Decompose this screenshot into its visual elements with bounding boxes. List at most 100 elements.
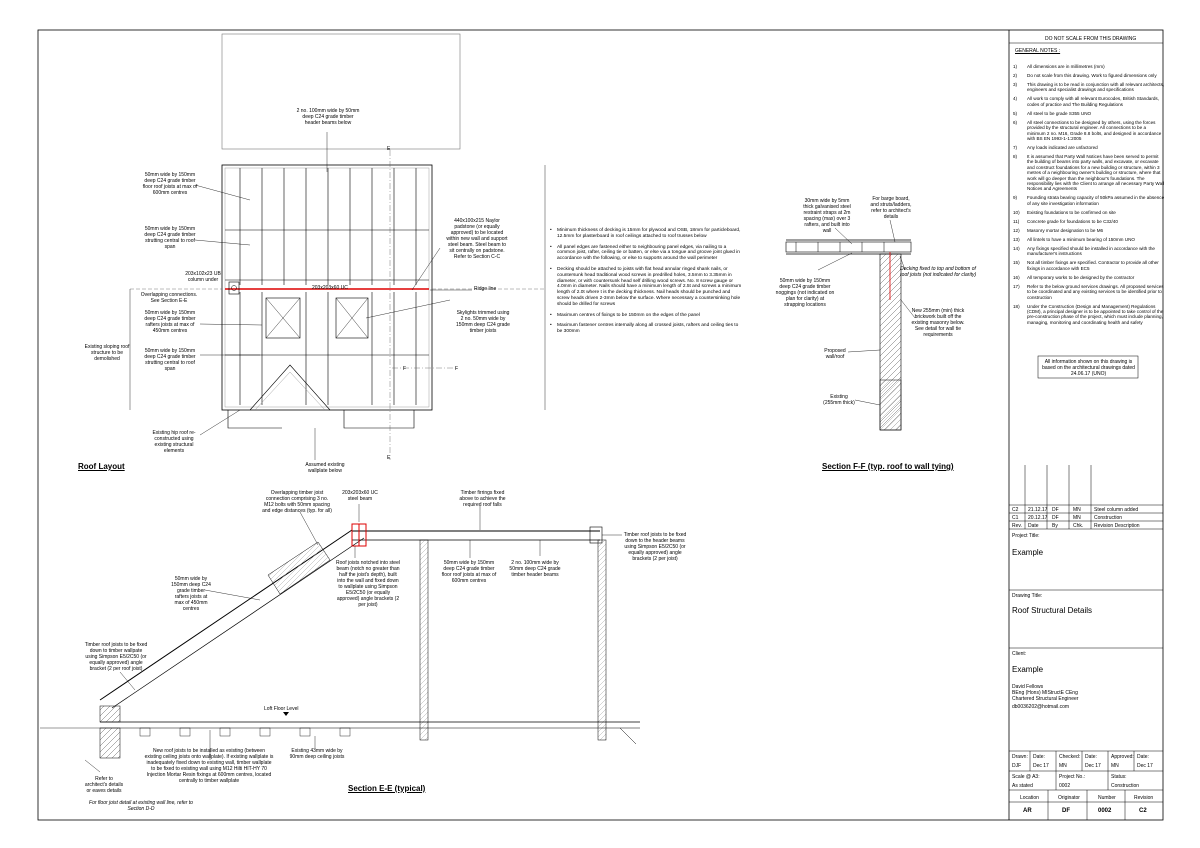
label-ub-column: 203x102x23 UB column under xyxy=(185,271,223,283)
label-floor-detail: For floor joist detail at existing wall … xyxy=(89,800,195,812)
general-note: 9)Founding strata bearing capacity of 50… xyxy=(1013,195,1165,206)
label-firrings: Timber firrings fixed above to achieve t… xyxy=(459,490,507,508)
location-label: Location xyxy=(1020,795,1039,801)
general-note: 14)Any fixings specified should be insta… xyxy=(1013,245,1155,257)
approved-value: MN xyxy=(1111,763,1119,769)
architect-note: All information shown on this drawing is… xyxy=(1042,359,1137,377)
decking-note: Minimum thickness of decking is 15mm for… xyxy=(550,228,742,240)
section-ee-title: Section E-E (typical) xyxy=(348,784,426,793)
roof-layout-title: Roof Layout xyxy=(78,462,125,471)
sheet-border xyxy=(37,29,1164,821)
revision-c2-by: DF xyxy=(1052,507,1059,513)
label-noggings: 50mm wide by 150mm deep C24 grade timber… xyxy=(775,278,836,308)
roof-layout-plan xyxy=(129,33,546,460)
label-existing-sloping: Existing sloping roof structure to be de… xyxy=(84,344,130,362)
client-name: Example xyxy=(1012,665,1044,674)
section-marker-f-right: F xyxy=(455,366,459,372)
revision-label: Revision xyxy=(1134,795,1154,801)
originator-label: Originator xyxy=(1058,795,1080,801)
label-new-wall: New 255mm (min) thick brickwork built of… xyxy=(911,308,966,338)
label-rafters: 50mm wide by 150mm deep C24 grade timber… xyxy=(144,310,197,334)
scale-value: As stated xyxy=(1012,783,1033,789)
revision-c1-by: DF xyxy=(1052,515,1059,521)
engineer-quals: BEng (Hons) MIStructE CEng xyxy=(1012,690,1078,696)
do-not-scale-note: DO NOT SCALE FROM THIS DRAWING xyxy=(1045,36,1137,42)
section-marker-e-bottom: E xyxy=(387,455,391,461)
drawn-label: Drawn: xyxy=(1012,754,1028,760)
general-note: 2)Do not scale from this drawing. Work t… xyxy=(1013,73,1157,78)
section-ee-detail xyxy=(40,504,640,773)
label-skylights: Skylights trimmed using 2 no. 50mm wide … xyxy=(456,310,512,334)
general-note: 8)It is assumed that Party Wall Notices … xyxy=(1013,154,1165,192)
engineer-role: Chartered Structural Engineer xyxy=(1012,696,1079,702)
general-note: 4)All work to comply with all relevant E… xyxy=(1013,96,1159,107)
label-wallplate: Assumed existing wallplate below xyxy=(305,462,346,474)
label-uc-steel: 203x203x60 UC steel beam xyxy=(342,490,380,502)
revision-c1-date: 20.12.17 xyxy=(1028,515,1048,521)
decking-notes: Minimum thickness of decking is 15mm for… xyxy=(550,228,742,340)
label-overlapping: Overlapping connections. See Section E-E xyxy=(140,292,199,304)
general-note: 3)This drawing is to be read in conjunct… xyxy=(1013,82,1165,93)
label-floor-joists: 50mm wide by 150mm deep C24 grade timber… xyxy=(142,172,199,196)
revision-c2-date: 21.12.17 xyxy=(1028,507,1048,513)
decking-note: Maximum fastener centres internally alon… xyxy=(550,323,742,335)
approved-date-label: Date: xyxy=(1137,754,1149,760)
general-notes-title: GENERAL NOTES : xyxy=(1015,48,1061,54)
revision-header-desc: Revision Description xyxy=(1094,523,1140,529)
label-refer-architect: Refer to architect's details or eaves de… xyxy=(84,776,125,794)
label-uc-beam: 203x203x60 UC xyxy=(312,285,348,291)
drawing-title-label: Drawing Title: xyxy=(1012,593,1043,599)
general-note: 18)Under the Construction (Design and Ma… xyxy=(1013,303,1164,325)
general-note: 17)Refer to the below ground services dr… xyxy=(1013,283,1164,300)
client-label: Client: xyxy=(1012,651,1027,657)
label-ceiling-joists: Existing 43mm wide by 90mm deep ceiling … xyxy=(289,748,345,760)
section-ff-title: Section F-F (typ. roof to wall tying) xyxy=(822,462,954,471)
general-note: 15)Not all timber fixings are specified.… xyxy=(1013,260,1159,271)
section-ff-detail xyxy=(785,219,916,431)
location-code: AR xyxy=(1023,808,1032,814)
general-note: 13)All lintels to have a minimum bearing… xyxy=(1013,236,1135,242)
approved-label: Approved: xyxy=(1111,754,1134,760)
section-marker-f-left: F xyxy=(403,366,407,372)
label-loft-floor: Loft Floor Level xyxy=(264,706,299,712)
engineer-name: David Fellows xyxy=(1012,684,1044,690)
checked-date: Dec 17 xyxy=(1085,763,1101,769)
drawing-number: 0002 xyxy=(1098,808,1112,814)
label-decking-fixed: Decking fixed to top and bottom of roof … xyxy=(900,266,978,278)
label-fixed-header: Timber roof joists to be fixed down to t… xyxy=(623,532,688,562)
section-marker-e-top: E xyxy=(387,146,391,152)
originator-code: DF xyxy=(1062,808,1070,814)
revision-c1-desc: Construction xyxy=(1094,515,1123,521)
label-header-beams: 2 no. 100mm wide by 50mm deep C24 grade … xyxy=(296,108,361,126)
status-label: Status: xyxy=(1111,774,1127,780)
label-padstone: 440x100x215 Naylor padstone (or equally … xyxy=(446,218,509,260)
general-note: 16)All temporary works to be designed by… xyxy=(1013,274,1135,280)
label-strutting: 50mm wide by 150mm deep C24 grade timber… xyxy=(144,226,197,250)
drawn-value: DJF xyxy=(1012,763,1022,769)
label-existing-wall: Existing (255mm thick) xyxy=(823,394,855,406)
project-no: 0002 xyxy=(1059,783,1071,789)
decking-note: Maximum centres of fixings to be 150mm o… xyxy=(550,313,742,319)
general-note: 6)All steel connections to be designed b… xyxy=(1013,119,1162,142)
revision-header-date: Date xyxy=(1028,523,1039,529)
general-note: 7)Any loads indicated are unfactored xyxy=(1013,145,1098,151)
revision-c1-chk: MN xyxy=(1073,515,1081,521)
general-note: 12)Masonry mortar designation to be M6 xyxy=(1013,227,1104,233)
label-rafters-ee: 50mm wide by 150mm deep C24 grade timber… xyxy=(171,576,213,612)
title-block-lines xyxy=(1009,42,1163,820)
checked-label: Checked: xyxy=(1059,754,1081,760)
revision-header-by: By xyxy=(1052,523,1058,529)
revision-c2: C2 xyxy=(1012,507,1019,513)
project-no-label: Project No.: xyxy=(1059,774,1086,780)
label-overlapping-joist: Overlapping timber joist connection comp… xyxy=(262,490,332,514)
revision-c2-desc: Steel column added xyxy=(1094,507,1139,513)
project-title: Example xyxy=(1012,548,1044,557)
drawing-title: Roof Structural Details xyxy=(1012,606,1093,615)
approved-date: Dec 17 xyxy=(1137,763,1153,769)
checked-value: MN xyxy=(1059,763,1067,769)
general-note: 10)Existing foundations to be confirmed … xyxy=(1013,209,1116,215)
label-barge-board: For barge board, and struts/ladders, ref… xyxy=(870,196,913,220)
architect-note-box xyxy=(1037,355,1139,379)
label-header-beams-ee: 2 no. 100mm wide by 50mm deep C24 grade … xyxy=(509,560,562,578)
revision-c2-chk: MN xyxy=(1073,507,1081,513)
